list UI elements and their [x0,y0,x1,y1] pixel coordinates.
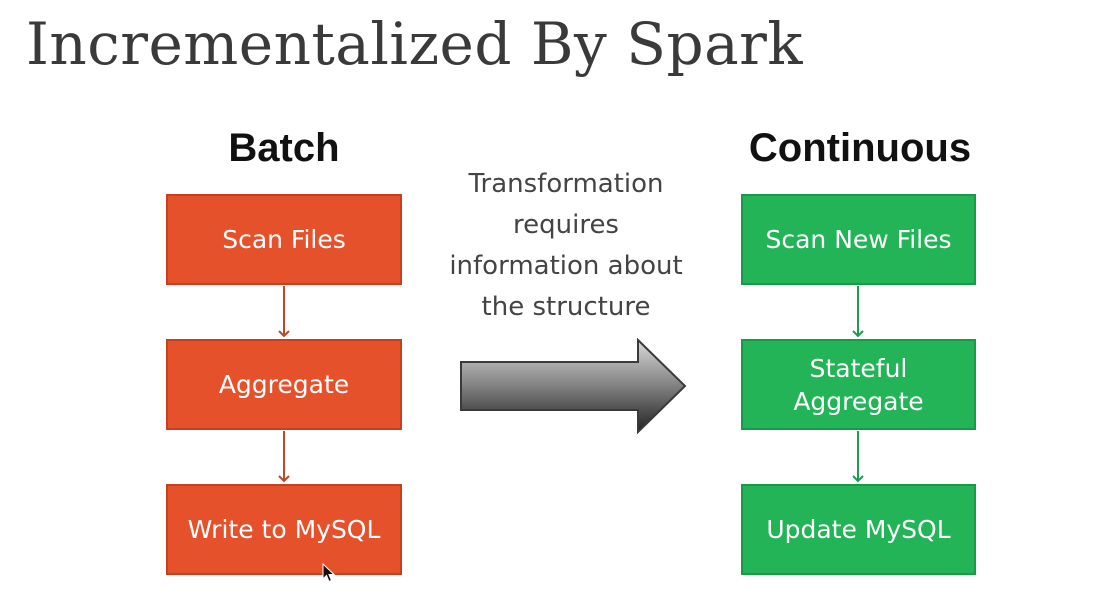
continuous-step-stateful-aggregate: Stateful Aggregate [741,339,976,430]
transformation-note-line: the structure [481,292,651,322]
right-arrow-icon [460,338,687,434]
continuous-step-label: Scan New Files [765,225,952,254]
transformation-note-line: Transformation [468,169,664,199]
mouse-cursor-icon [322,563,336,583]
continuous-step-scan-new-files: Scan New Files [741,194,976,285]
slide-title: Incrementalized By Spark [26,10,804,78]
transformation-note: Transformation requires information abou… [430,164,702,328]
continuous-step-label-line: Stateful [809,353,908,383]
batch-step-label: Write to MySQL [187,515,381,544]
continuous-step-label: Update MySQL [766,515,951,544]
transformation-note-line: information about [449,251,683,281]
batch-heading: Batch [228,126,340,170]
batch-step-label: Scan Files [222,225,346,254]
continuous-step-update-mysql: Update MySQL [741,484,976,575]
batch-step-aggregate: Aggregate [166,339,402,430]
batch-step-label: Aggregate [218,370,350,399]
transformation-note-line: requires [513,210,619,240]
continuous-heading: Continuous [748,126,972,170]
batch-step-write-to-mysql: Write to MySQL [166,484,402,575]
batch-step-scan-files: Scan Files [166,194,402,285]
continuous-step-label-line: Aggregate [793,386,924,416]
